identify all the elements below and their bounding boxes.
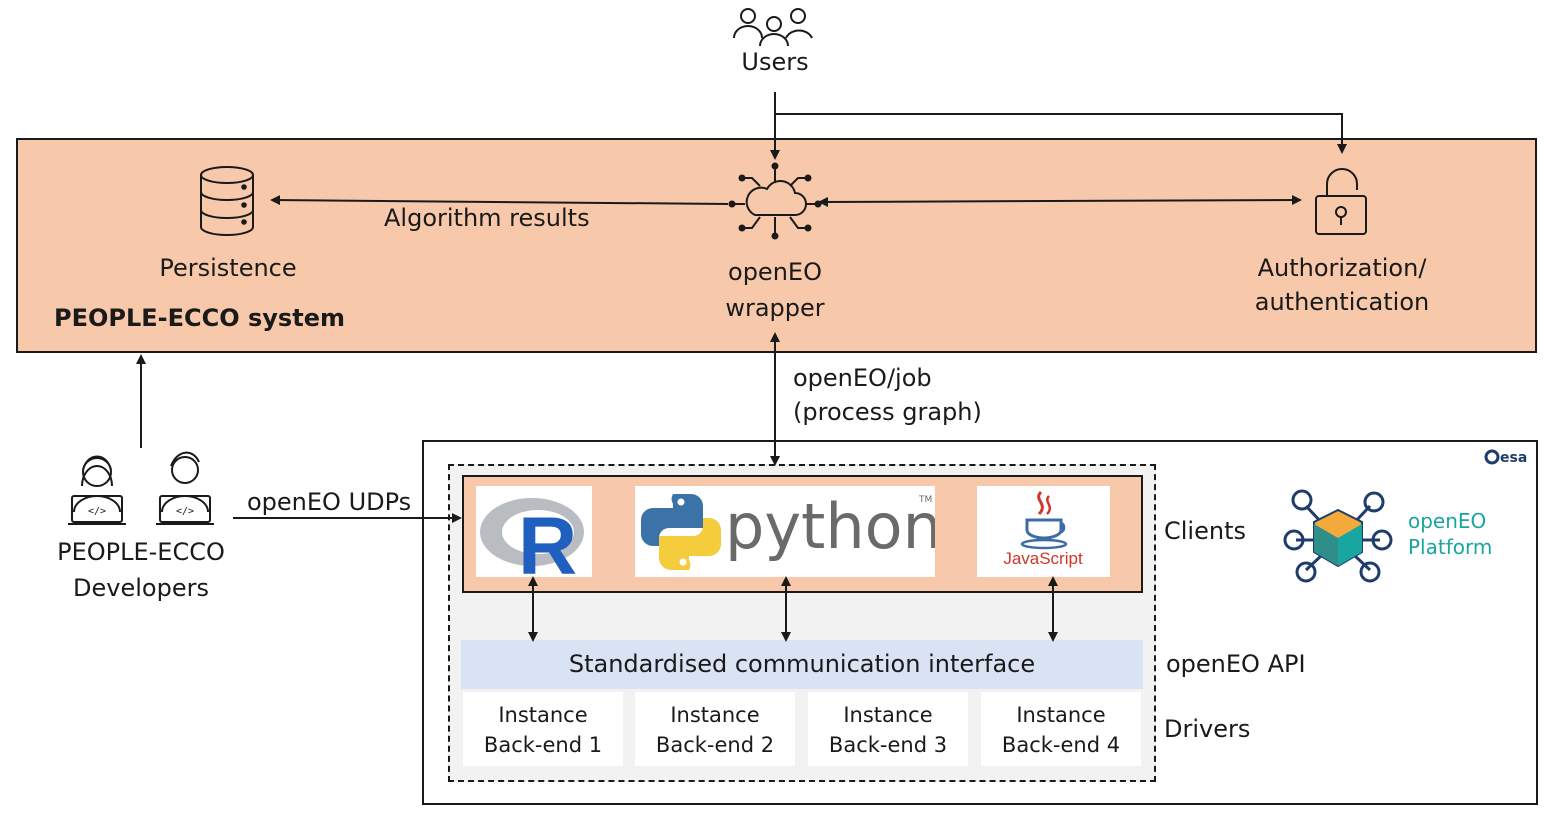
job-label-line2: (process graph) bbox=[793, 398, 982, 426]
wrapper-label-line2: wrapper bbox=[725, 294, 825, 322]
backend-3-line2: Back-end 3 bbox=[828, 733, 948, 757]
communication-interface-text: Standardised communication interface bbox=[568, 650, 1036, 678]
developers-label-line1: PEOPLE-ECCO bbox=[57, 538, 225, 566]
developers-label-line2: Developers bbox=[73, 574, 209, 602]
wrapper-auth-arrow bbox=[818, 195, 1302, 207]
backend-4-line1: Instance bbox=[1016, 703, 1106, 727]
api-label: openEO API bbox=[1166, 650, 1306, 678]
openeo-platform-logo: openEO Platform bbox=[1283, 489, 1492, 583]
backend-instance-3: Instance Back-end 3 bbox=[808, 692, 968, 766]
backend-4-line2: Back-end 4 bbox=[1001, 733, 1121, 757]
backend-1-line1: Instance bbox=[498, 703, 588, 727]
svg-text:</>: </> bbox=[176, 506, 194, 517]
auth-label-line2: authentication bbox=[1254, 288, 1430, 316]
backend-1-line2: Back-end 1 bbox=[483, 733, 603, 757]
developer-laptop-icon-2: </> bbox=[156, 451, 214, 525]
users-to-auth-arrow bbox=[775, 113, 1347, 154]
backend-instance-2: Instance Back-end 2 bbox=[635, 692, 795, 766]
drivers-label: Drivers bbox=[1164, 715, 1251, 743]
esa-logo: esa bbox=[1484, 449, 1527, 466]
clients-label: Clients bbox=[1164, 517, 1246, 545]
persistence-label: Persistence bbox=[159, 254, 297, 282]
python-wordmark: python bbox=[725, 490, 935, 563]
algorithm-results-arrow bbox=[270, 195, 729, 206]
python-trademark: TM bbox=[918, 495, 932, 505]
backend-instance-1: Instance Back-end 1 bbox=[463, 692, 623, 766]
backend-2-line1: Instance bbox=[670, 703, 760, 727]
backend-instance-4: Instance Back-end 4 bbox=[981, 692, 1141, 766]
openeo-logo-line1: openEO bbox=[1408, 509, 1486, 533]
database-icon bbox=[200, 166, 254, 236]
developer-laptop-icon: </> bbox=[68, 455, 126, 525]
javascript-logo: JavaScript bbox=[977, 486, 1110, 577]
python-logo: python TM bbox=[635, 486, 942, 577]
backend-2-line2: Back-end 2 bbox=[655, 733, 775, 757]
users-group-icon bbox=[733, 8, 813, 47]
r-logo: R bbox=[476, 486, 592, 592]
people-ecco-system-box bbox=[16, 138, 1537, 353]
wrapper-label-line1: openEO bbox=[728, 258, 822, 286]
unlocked-padlock-icon bbox=[1315, 168, 1367, 235]
javascript-wordmark: JavaScript bbox=[1003, 549, 1083, 568]
system-title: PEOPLE-ECCO system bbox=[54, 304, 345, 332]
cloud-network-icon bbox=[728, 162, 822, 240]
java-cup-icon bbox=[1020, 490, 1068, 550]
udps-label: openEO UDPs bbox=[247, 488, 412, 516]
openeo-logo-line2: Platform bbox=[1408, 535, 1492, 559]
esa-text: esa bbox=[1500, 450, 1527, 466]
algorithm-results-label: Algorithm results bbox=[384, 204, 590, 232]
users-label: Users bbox=[741, 48, 809, 76]
backend-3-line1: Instance bbox=[843, 703, 933, 727]
python-snake-icon bbox=[641, 494, 721, 570]
job-label-line1: openEO/job bbox=[793, 364, 932, 392]
auth-label-line1: Authorization/ bbox=[1257, 254, 1427, 282]
r-letter: R bbox=[518, 501, 577, 577]
communication-interface-bar: Standardised communication interface bbox=[461, 640, 1143, 689]
svg-text:</>: </> bbox=[88, 506, 106, 517]
